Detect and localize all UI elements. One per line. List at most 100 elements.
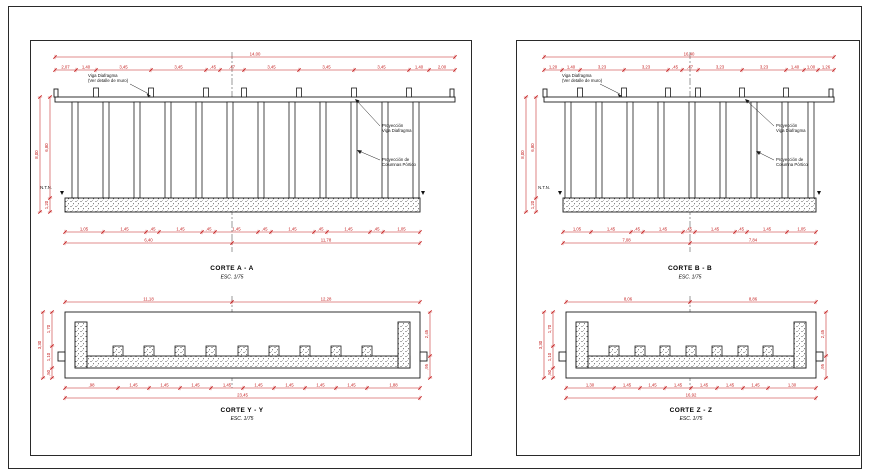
plan-dim-right-segs: 2,45,95 xyxy=(820,310,829,380)
annotation-proyeccion-viga: Proyección Viga Diafragma xyxy=(745,99,806,133)
svg-text:2,00: 2,00 xyxy=(438,64,447,69)
svg-text:16,40: 16,40 xyxy=(684,51,695,56)
section-a-drawing: N.T.N. xyxy=(40,52,456,252)
svg-text:1,05: 1,05 xyxy=(797,226,806,231)
columns xyxy=(71,101,420,199)
svg-text:,98: ,98 xyxy=(89,382,96,387)
left-barrier xyxy=(53,88,59,98)
svg-text:,45: ,45 xyxy=(634,226,641,231)
foundation-strip xyxy=(64,197,421,213)
svg-text:1,05: 1,05 xyxy=(397,226,406,231)
svg-text:14,00: 14,00 xyxy=(250,51,261,56)
plan-dim-total: 23,45 xyxy=(63,392,422,401)
svg-text:1,40: 1,40 xyxy=(415,64,424,69)
svg-text:1,70: 1,70 xyxy=(46,324,51,333)
svg-text:,45: ,45 xyxy=(150,226,157,231)
svg-text:7,84: 7,84 xyxy=(749,237,758,242)
svg-text:6,80: 6,80 xyxy=(530,143,535,152)
svg-text:1,45: 1,45 xyxy=(726,382,735,387)
svg-text:3,30: 3,30 xyxy=(538,340,543,349)
ground-level-label: N.T.N. xyxy=(40,185,52,190)
svg-text:1,45: 1,45 xyxy=(232,226,241,231)
svg-text:,95: ,95 xyxy=(424,363,429,370)
annotation-viga-diafragma: Viga Diafragma (Ver detalle de muro) xyxy=(88,73,151,97)
svg-text:8,06: 8,06 xyxy=(624,296,633,301)
svg-text:1,30: 1,30 xyxy=(788,382,797,387)
section-b-drawing: N.T.N. xyxy=(538,52,835,252)
right-barrier xyxy=(828,88,834,98)
svg-text:,45: ,45 xyxy=(206,226,213,231)
svg-text:,45: ,45 xyxy=(738,226,745,231)
svg-text:1,70: 1,70 xyxy=(547,324,552,333)
plan-y-title: CORTE Y - Y xyxy=(220,407,263,414)
dim-left-total: 8,00 xyxy=(520,95,529,214)
svg-text:1,45: 1,45 xyxy=(763,226,772,231)
svg-text:,47: ,47 xyxy=(687,64,694,69)
sheet-border xyxy=(8,6,862,469)
svg-text:1,20: 1,20 xyxy=(44,200,49,209)
svg-text:8,00: 8,00 xyxy=(520,150,525,159)
level-marker-left xyxy=(60,191,64,195)
section-b-scale: ESC. 1/75 xyxy=(679,275,702,281)
plan-y-drawing xyxy=(57,296,428,388)
svg-text:1,45: 1,45 xyxy=(700,382,709,387)
proy-viga-line2: Viga Diafragma xyxy=(776,128,806,133)
svg-text:1,45: 1,45 xyxy=(160,382,169,387)
svg-text:1,45: 1,45 xyxy=(223,382,232,387)
svg-text:1,40: 1,40 xyxy=(82,64,91,69)
plan-right-wall xyxy=(397,321,411,369)
level-marker-left xyxy=(558,191,562,195)
proy-col-line1: Proyección de xyxy=(776,157,804,162)
plan-right-wall xyxy=(793,321,807,369)
dim-top-total: 16,40 xyxy=(542,51,836,60)
plan-dim-left-total: 3,30 xyxy=(538,310,547,380)
svg-text:1,40: 1,40 xyxy=(791,64,800,69)
plan-dim-left-segs: 1,701,10,50 xyxy=(46,310,55,380)
svg-text:1,45: 1,45 xyxy=(711,226,720,231)
svg-text:,47: ,47 xyxy=(229,64,236,69)
diaphragm-stubs xyxy=(93,87,412,98)
left-barrier xyxy=(542,88,548,98)
proy-col-line1: Proyección de xyxy=(382,157,410,162)
svg-text:1,45: 1,45 xyxy=(288,226,297,231)
svg-text:1,45: 1,45 xyxy=(659,226,668,231)
svg-text:1,10: 1,10 xyxy=(46,352,51,361)
plan-left-tab xyxy=(57,351,66,362)
viga-label-line2: (Ver detalle de muro) xyxy=(88,78,129,83)
viga-label-line2: (Ver detalle de muro) xyxy=(562,78,603,83)
svg-text:11,18: 11,18 xyxy=(143,296,154,301)
svg-text:1,88: 1,88 xyxy=(389,382,398,387)
plan-left-tab xyxy=(558,351,567,362)
svg-text:1,45: 1,45 xyxy=(316,382,325,387)
plan-dim-total: 16,92 xyxy=(564,392,818,401)
level-marker-right xyxy=(817,191,821,195)
proy-viga-line2: Viga Diafragma xyxy=(382,128,412,133)
viga-label-line1: Viga Diafragma xyxy=(88,73,118,78)
plan-dim-left-segs: 1,701,10,50 xyxy=(547,310,556,380)
svg-text:1,45: 1,45 xyxy=(648,382,657,387)
svg-text:1,45: 1,45 xyxy=(129,382,138,387)
svg-text:2,07: 2,07 xyxy=(61,64,70,69)
svg-text:23,45: 23,45 xyxy=(237,392,248,397)
ground-level-label: N.T.N. xyxy=(538,185,550,190)
plan-z-scale: ESC. 1/75 xyxy=(680,416,703,422)
plan-z-title: CORTE Z - Z xyxy=(670,407,713,414)
svg-text:1,45: 1,45 xyxy=(176,226,185,231)
svg-text:,45: ,45 xyxy=(210,64,217,69)
dim-top-total: 14,00 xyxy=(53,51,457,60)
svg-text:1,00: 1,00 xyxy=(807,64,816,69)
svg-text:1,45: 1,45 xyxy=(344,226,353,231)
svg-text:,45: ,45 xyxy=(374,226,381,231)
svg-text:3,23: 3,23 xyxy=(760,64,769,69)
dim-left-segs: 6,801,20 xyxy=(44,95,53,214)
level-marker-right xyxy=(421,191,425,195)
svg-text:11,78: 11,78 xyxy=(321,237,332,242)
svg-text:3,23: 3,23 xyxy=(642,64,651,69)
